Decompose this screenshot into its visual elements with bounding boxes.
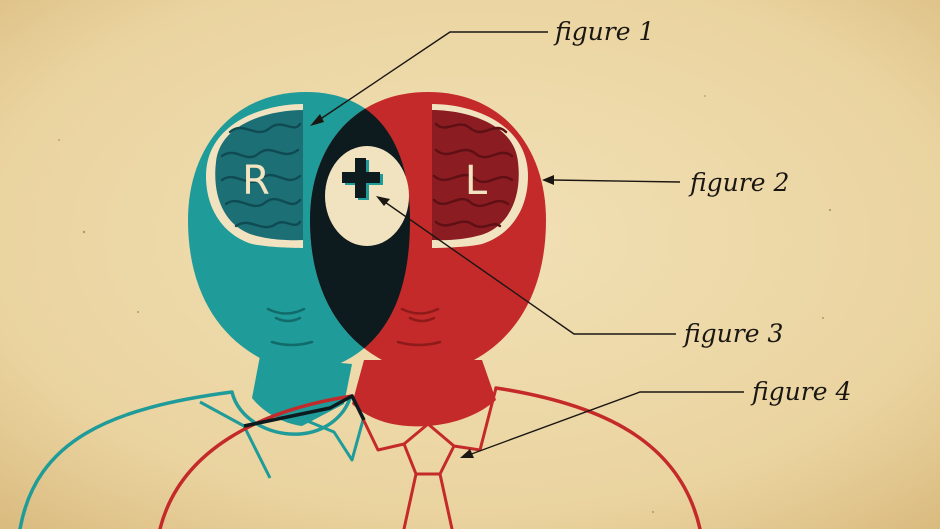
figure-4-label: figure 4 (750, 377, 851, 406)
figure-3-arrowhead (376, 196, 390, 206)
paper-speckles (58, 95, 832, 513)
figure-1-label: figure 1 (553, 17, 654, 46)
red-eyes (400, 307, 440, 323)
callout-arrowheads (310, 114, 554, 458)
right-brain: R (215, 110, 303, 241)
red-shoulder-outline (158, 386, 702, 529)
left-brain-letter: L (465, 158, 488, 204)
teal-shoulder-outline (18, 390, 352, 529)
figure-4-leader (465, 391, 744, 457)
left-brain-shape (432, 110, 519, 241)
figure-3-leader (381, 199, 676, 335)
figure-2-leader (551, 179, 681, 183)
right-brain-shape (215, 110, 303, 241)
callout-lines (315, 31, 744, 457)
overlap-collar-line (243, 394, 366, 428)
left-brain: L (432, 110, 519, 241)
figure-2-arrowhead (542, 175, 554, 185)
figure-1-leader (315, 31, 548, 123)
figure-2-label: figure 2 (688, 168, 789, 197)
red-mouth (396, 340, 442, 347)
plus-sign: + (342, 158, 383, 200)
teal-mouth (270, 340, 314, 347)
teal-eyes (266, 307, 306, 323)
figure-1-arrowhead (310, 114, 324, 126)
figure-4-arrowhead (460, 449, 474, 458)
right-brain-letter: R (242, 158, 270, 204)
red-neck (352, 360, 496, 427)
figure-3-label: figure 3 (682, 319, 783, 348)
red-collar-outline (350, 386, 498, 529)
